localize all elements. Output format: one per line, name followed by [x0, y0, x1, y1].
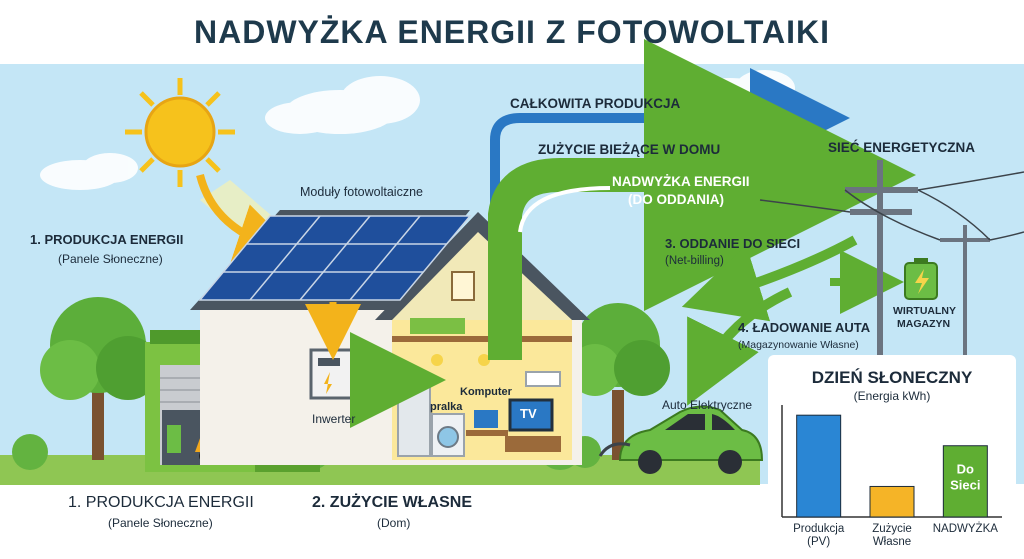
bar-chart: DZIEŃ SŁONECZNY (Energia kWh) Produkcja(PV…	[781, 368, 1002, 548]
chart-panel: DZIEŃ SŁONECZNY (Energia kWh) Produkcja(PV…	[768, 355, 1016, 551]
label-surplus-line2: (DO ODDANIA)	[628, 192, 724, 207]
ev-car	[598, 405, 764, 474]
bar-0	[796, 414, 842, 518]
label-surplus-line1: NADWYŻKA ENERGII	[612, 174, 750, 189]
label-feed-grid: 3. ODDANIE DO SIECI	[665, 236, 801, 251]
tree-left	[40, 297, 160, 460]
tick-label: NADWYŻKA	[933, 522, 999, 535]
page-title: NADWYŻKA ENERGII Z FOTOWOLTAIKI	[194, 14, 830, 50]
label-inverter: Inwerter	[312, 412, 356, 426]
label-washer: pralka	[430, 401, 463, 413]
label-production-top-sub: (Panele Słoneczne)	[58, 252, 163, 266]
power-lines	[759, 171, 1024, 241]
bar-label: Do	[957, 462, 974, 477]
label-production-bottom-sub: (Panele Słoneczne)	[108, 516, 213, 530]
bar-label: Sieci	[950, 478, 980, 493]
tick-label: Produkcja	[793, 523, 845, 535]
label-virtual-line1: WIRTUALNY	[893, 305, 956, 317]
label-virtual-line2: MAGAZYN	[897, 318, 951, 330]
power-pole	[845, 160, 990, 360]
label-modules: Moduły fotowoltaiczne	[300, 185, 423, 199]
tick-label: Zużycie	[872, 523, 912, 535]
cloud	[265, 76, 420, 134]
label-production-top: 1. PRODUKCJA ENERGII	[30, 232, 184, 247]
feed-grid-arrow	[681, 235, 858, 322]
label-production-bottom: 1. PRODUKCJA ENERGII	[68, 494, 254, 511]
bar-1	[869, 485, 915, 518]
chart-subtitle: (Energia kWh)	[854, 389, 931, 403]
solar-panel	[198, 215, 472, 301]
cloud	[40, 153, 138, 190]
battery-icon	[904, 258, 938, 300]
label-feed-grid-sub: (Net-billing)	[665, 255, 724, 267]
tick-label: Własne	[873, 536, 911, 548]
total-production-arrow	[490, 68, 850, 360]
label-charging: 4. ŁADOWANIE AUTA	[738, 320, 871, 335]
label-charging-sub: (Magazynowanie Własne)	[738, 339, 859, 351]
label-ev: Auto Elektryczne	[662, 398, 753, 412]
label-self-use: 2. ZUŻYCIE WŁASNE	[312, 494, 473, 511]
charging-arrow	[687, 287, 793, 406]
label-total-production: CAŁKOWITA PRODUKCJA	[510, 96, 681, 111]
label-tv: TV	[520, 406, 537, 421]
label-grid: SIEĆ ENERGETYCZNA	[828, 140, 976, 155]
chart-title: DZIEŃ SŁONECZNY	[812, 368, 973, 387]
current-use-arrow	[488, 39, 916, 360]
tick-label: (PV)	[807, 536, 830, 548]
label-self-use-sub: (Dom)	[377, 516, 411, 530]
label-current-use: ZUŻYCIE BIEŻĄCE W DOMU	[538, 142, 721, 157]
surplus-flow-line	[518, 186, 611, 233]
label-computer: Komputer	[460, 386, 512, 398]
bar-2	[942, 445, 988, 518]
